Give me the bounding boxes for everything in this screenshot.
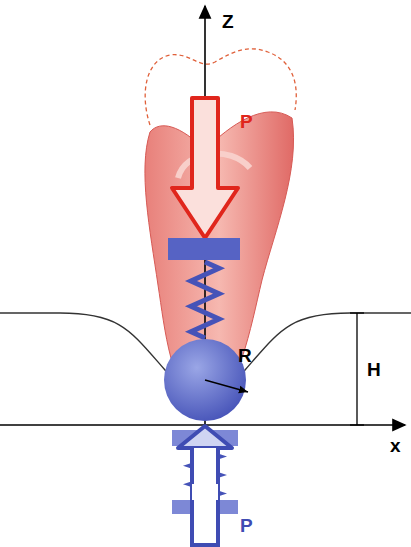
- force-label: P: [240, 112, 253, 131]
- axis-label: Z: [222, 12, 234, 31]
- radius-label: R: [238, 346, 252, 365]
- dimension-label: H: [367, 360, 381, 379]
- force-label: P: [240, 516, 253, 535]
- axis-label: x: [390, 436, 401, 455]
